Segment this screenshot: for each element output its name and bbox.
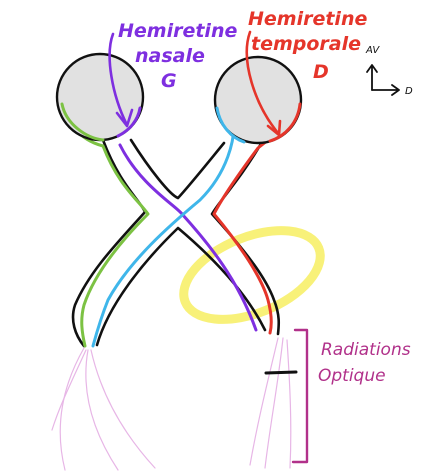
yellow-loop-highlight [179,226,325,324]
left-optic-radiation-fibers [51,347,156,471]
outline-outer-left [71,138,147,348]
radiations-label-line2: Optique [318,366,386,386]
left-radiation-fiber [85,349,119,471]
black-level-mark [264,370,298,375]
left-eye [55,52,145,142]
temporal-label-line1: Hemiretine [248,8,367,30]
right-eye-nasal-retina [215,106,246,144]
right-radiation-fiber [286,339,292,469]
temporal-side-letter: D [313,61,329,83]
purple-pointer-arrowhead [115,108,134,128]
temporal-label-line2: temporale [251,33,361,55]
left-eye-nasal-retina [116,106,142,138]
outline-top-inner [129,138,226,200]
red-pointer-arrowhead [266,119,282,137]
left-radiation-fiber [51,349,87,431]
axis-right-arrow [371,84,400,96]
left-radiation-fiber [59,347,85,471]
red-pointer-arrow [245,30,280,135]
nasal-label-line2: nasale [135,45,205,67]
orientation-axis [366,64,400,96]
left-eye-temporal-retina [60,102,105,142]
axis-up-label: AV [365,45,380,56]
axis-up-arrow [366,64,378,91]
nasal-label-line1: Hemiretine [118,20,237,42]
purple-pointer-arrow [108,32,129,127]
right-eye-temporal-retina [268,102,302,143]
outline-bottom-inner [95,226,267,347]
right-radiation-fiber [249,337,279,466]
axis-right-label: D [405,86,413,97]
left-radiation-fiber [90,349,156,469]
right-optic-radiation-fibers [249,337,292,469]
radiations-bracket [291,328,309,464]
right-radiation-fiber [264,337,284,469]
nasal-side-letter: G [161,70,177,92]
radiations-label-line1: Radiations [321,340,411,360]
blue-fiber-right-nasal [91,108,236,348]
